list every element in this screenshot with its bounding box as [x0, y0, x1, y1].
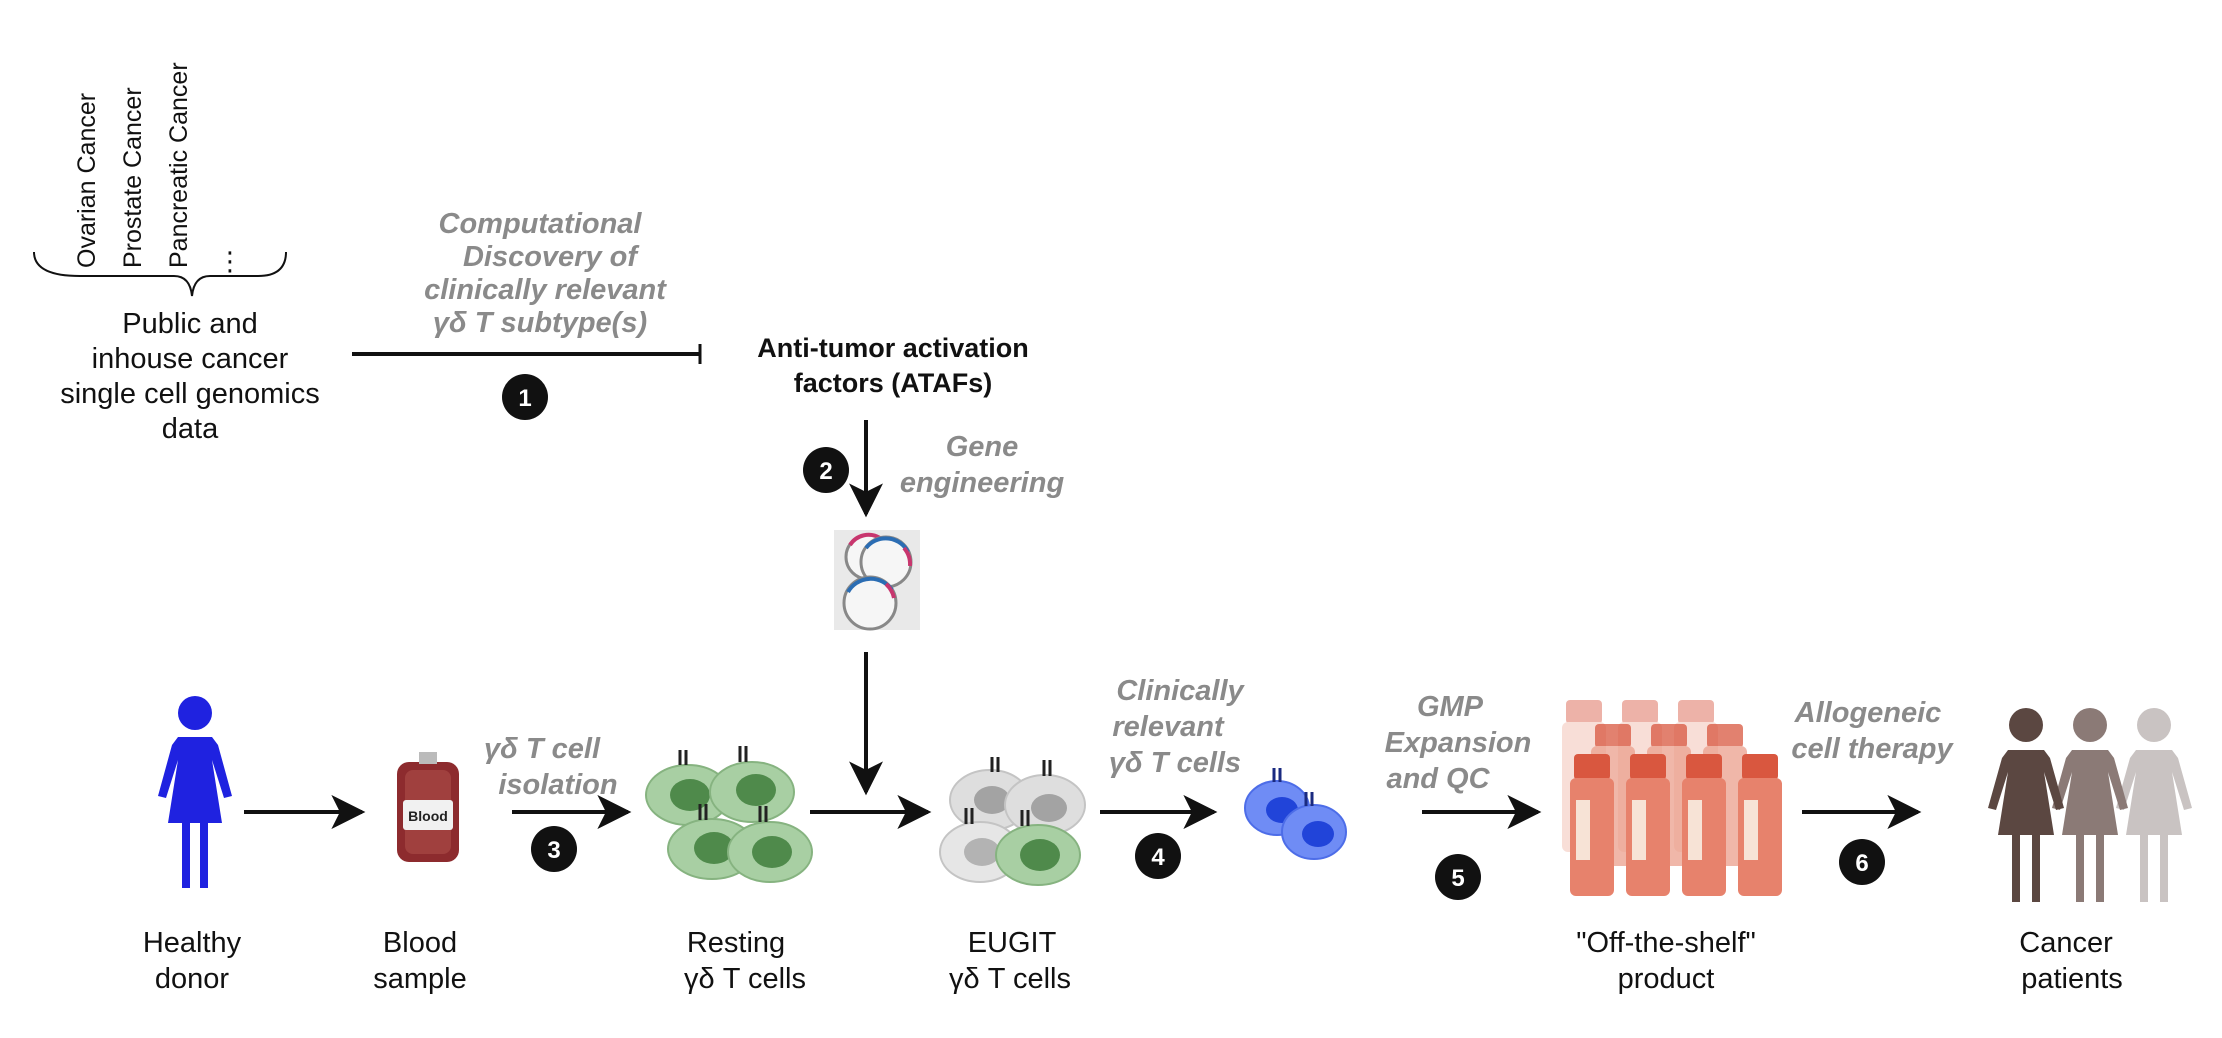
plasmid-vectors-icon: [834, 530, 920, 631]
step-4-line-1: Clinically: [1116, 675, 1245, 707]
patients-label: Cancer patients: [2019, 927, 2123, 995]
patient-mid-icon: [2052, 708, 2128, 902]
eugit-t-cells-icon: [939, 757, 1086, 886]
patient-light-icon: [2116, 708, 2192, 902]
step-5-label: GMP Expansion and QC: [1385, 691, 1532, 795]
off-the-shelf-vials-icon: [1562, 700, 1782, 896]
step-1-label: Computational Discovery of clinically re…: [424, 208, 667, 339]
step-2-number: 2: [819, 458, 832, 485]
cancer-type-list: Ovarian Cancer Prostate Cancer Pancreati…: [73, 62, 243, 276]
step-5-number: 5: [1451, 865, 1464, 892]
blood-bag-icon: Blood: [397, 752, 459, 862]
resting-label: Resting γδ T cells: [684, 927, 806, 995]
step-6-number: 6: [1855, 850, 1868, 877]
step-1-badge: 1: [502, 374, 548, 420]
genomics-line-3: single cell genomics: [60, 378, 320, 410]
step-4-line-2: relevant: [1112, 711, 1225, 743]
blood-bag-text: Blood: [408, 808, 448, 824]
step-4-badge: 4: [1135, 833, 1181, 879]
step-5-line-1: GMP: [1417, 691, 1484, 723]
atafs-label: Anti-tumor activation factors (ATAFs): [757, 333, 1029, 398]
product-label-line-2: product: [1618, 963, 1715, 995]
clinically-relevant-t-cells-icon: [1244, 768, 1347, 860]
curly-brace: [33, 251, 287, 297]
patients-label-line-2: patients: [2021, 963, 2123, 995]
atafs-line-2: factors (ATAFs): [794, 368, 993, 398]
step-3-line-1: γδ T cell: [484, 733, 601, 765]
eugit-label: EUGIT γδ T cells: [949, 927, 1071, 995]
step-2-badge: 2: [803, 447, 849, 493]
blood-label: Blood sample: [373, 927, 467, 995]
patient-dark-icon: [1988, 708, 2064, 902]
step-5-line-2: Expansion: [1385, 727, 1532, 759]
step-1-number: 1: [518, 385, 531, 412]
healthy-donor-icon: [158, 696, 232, 888]
step-4-line-3: γδ T cells: [1109, 747, 1241, 779]
eugit-label-line-2: γδ T cells: [949, 963, 1071, 995]
blood-label-line-2: sample: [373, 963, 467, 995]
step-3-number: 3: [547, 837, 560, 864]
product-label-line-1: "Off-the-shelf": [1576, 927, 1756, 959]
step-6-line-2: cell therapy: [1791, 733, 1954, 765]
patients-label-line-1: Cancer: [2019, 927, 2113, 959]
step-6-label: Allogeneic cell therapy: [1791, 697, 1954, 765]
step-2-line-2: engineering: [900, 467, 1065, 499]
step-2-label: Gene engineering: [900, 431, 1065, 499]
genomics-data-label: Public and inhouse cancer single cell ge…: [60, 308, 320, 445]
step-5-badge: 5: [1435, 854, 1481, 900]
genomics-line-1: Public and: [122, 308, 257, 340]
genomics-line-4: data: [162, 413, 219, 445]
step-3-label: γδ T cell isolation: [484, 733, 618, 801]
step-5-line-3: and QC: [1386, 763, 1490, 795]
resting-label-line-2: γδ T cells: [684, 963, 806, 995]
cancer-type-more: ⋮: [217, 246, 243, 276]
donor-label-line-2: donor: [155, 963, 230, 995]
product-label: "Off-the-shelf" product: [1576, 927, 1756, 995]
step-1-line-1: Computational: [439, 208, 643, 240]
resting-t-cells-icon: [645, 746, 813, 883]
step-1-line-3: clinically relevant: [424, 274, 667, 306]
cancer-patients-icon: [1988, 708, 2192, 902]
donor-label: Healthy donor: [143, 927, 242, 995]
genomics-line-2: inhouse cancer: [92, 343, 289, 375]
cancer-type-ovarian: Ovarian Cancer: [73, 93, 101, 268]
donor-label-line-1: Healthy: [143, 927, 242, 959]
eugit-label-line-1: EUGIT: [968, 927, 1057, 959]
step-4-label: Clinically relevant γδ T cells: [1109, 675, 1246, 779]
cancer-type-prostate: Prostate Cancer: [119, 87, 147, 268]
blood-label-line-1: Blood: [383, 927, 457, 959]
step-3-badge: 3: [531, 826, 577, 872]
step-3-line-2: isolation: [498, 769, 617, 801]
step-1-line-2: Discovery of: [463, 241, 640, 273]
atafs-line-1: Anti-tumor activation: [757, 333, 1029, 363]
cancer-type-pancreatic: Pancreatic Cancer: [165, 62, 193, 268]
resting-label-line-1: Resting: [687, 927, 785, 959]
step-6-badge: 6: [1839, 839, 1885, 885]
step-2-line-1: Gene: [946, 431, 1019, 463]
step-4-number: 4: [1151, 844, 1165, 871]
step-6-line-1: Allogeneic: [1794, 697, 1942, 729]
step-1-line-4: γδ T subtype(s): [433, 307, 647, 339]
